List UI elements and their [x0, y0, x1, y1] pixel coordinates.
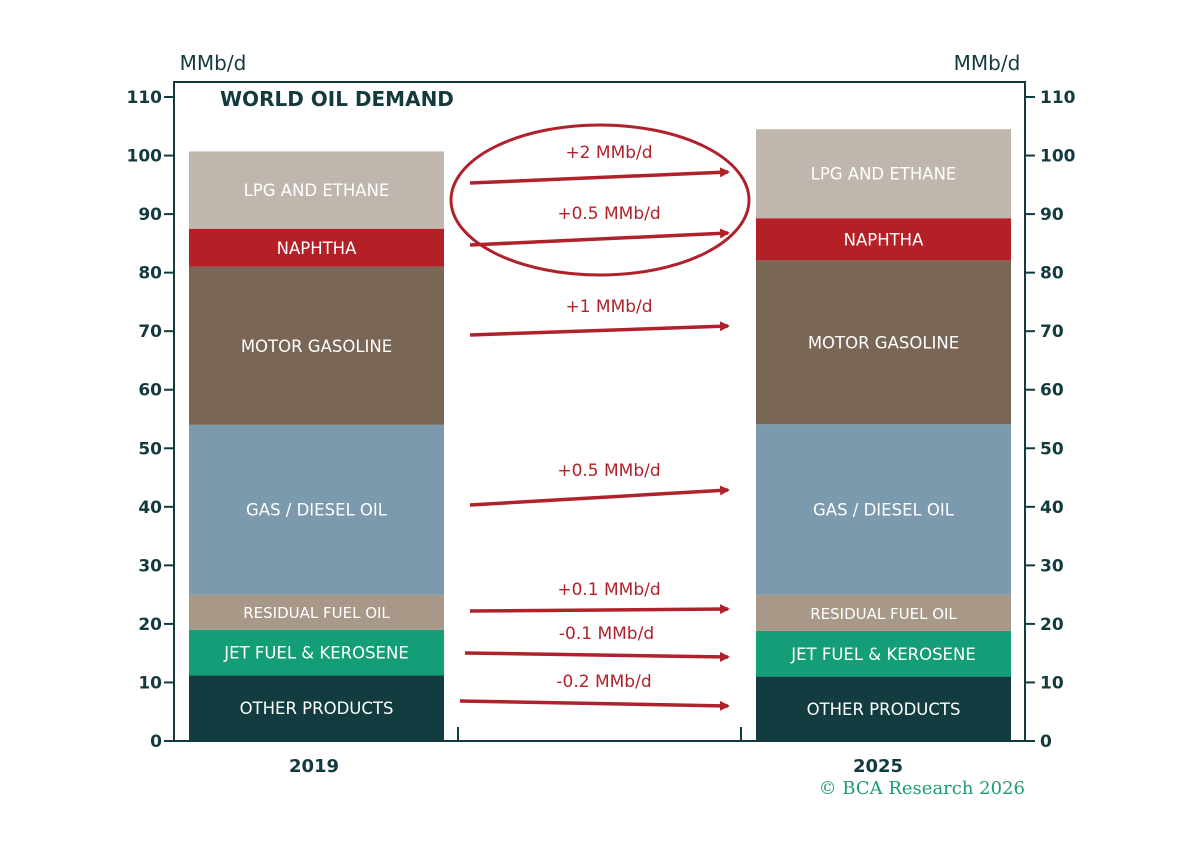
- y-tick-label-right: 10: [1040, 673, 1064, 693]
- y-tick-label-right: 40: [1040, 498, 1064, 518]
- change-label-other-products: -0.2 MMb/d: [556, 672, 651, 692]
- y-tick-label-right: 60: [1040, 381, 1064, 401]
- y-tick-label-right: 100: [1040, 147, 1076, 167]
- bar-segment-gas-diesel-oil-2019: [189, 424, 444, 595]
- bar-segment-jet-fuel-kerosene-2019: [189, 629, 444, 676]
- bar-segment-jet-fuel-kerosene-2025: [756, 630, 1011, 677]
- change-label-residual-fuel-oil: +0.1 MMb/d: [557, 580, 660, 600]
- y-tick-label-right: 80: [1040, 264, 1064, 284]
- bar-segment-naphtha-2019: [189, 228, 444, 267]
- segment-label-lpg-and-ethane-2025: LPG AND ETHANE: [811, 165, 957, 184]
- segment-label-jet-fuel-kerosene-2019: JET FUEL & KEROSENE: [223, 644, 409, 663]
- y-tick-label-right: 0: [1040, 732, 1052, 752]
- bar-segment-other-products-2025: [756, 676, 1011, 741]
- bar-segment-motor-gasoline-2025: [756, 260, 1011, 425]
- segment-label-motor-gasoline-2025: MOTOR GASOLINE: [808, 333, 959, 352]
- bar-segment-lpg-and-ethane-2025: [756, 129, 1011, 219]
- change-arrow-other-products: [459, 699, 730, 711]
- y-tick-label-right: 90: [1040, 205, 1064, 225]
- y-tick-label-right: 110: [1040, 88, 1076, 108]
- change-label-gas-diesel-oil: +0.5 MMb/d: [557, 461, 660, 481]
- segment-label-residual-fuel-oil-2025: RESIDUAL FUEL OIL: [810, 605, 957, 623]
- y-tick-label-right: 50: [1040, 439, 1064, 459]
- bar-segment-gas-diesel-oil-2025: [756, 424, 1011, 595]
- y-axis-right-unit: MMb/d: [954, 51, 1021, 75]
- segment-label-residual-fuel-oil-2019: RESIDUAL FUEL OIL: [243, 604, 390, 622]
- y-tick-label-left: 80: [138, 264, 162, 284]
- bar-segment-lpg-and-ethane-2019: [189, 151, 444, 229]
- change-arrow-jet-fuel-kerosene: [464, 651, 730, 662]
- y-tick-label-left: 0: [150, 732, 162, 752]
- y-tick-label-left: 100: [127, 147, 163, 167]
- segment-label-motor-gasoline-2019: MOTOR GASOLINE: [241, 337, 392, 356]
- plot-frame: [173, 81, 1026, 742]
- credit-text: © BCA Research 2026: [819, 778, 1025, 799]
- segment-label-lpg-and-ethane-2019: LPG AND ETHANE: [244, 181, 390, 200]
- change-arrow-lpg-and-ethane: [469, 167, 730, 185]
- y-tick-label-left: 110: [127, 88, 163, 108]
- y-tick-label-left: 50: [138, 439, 162, 459]
- segment-label-gas-diesel-oil-2019: GAS / DIESEL OIL: [246, 501, 388, 520]
- highlight-ellipse: [449, 123, 751, 277]
- y-tick-label-left: 90: [138, 205, 162, 225]
- change-arrow-residual-fuel-oil: [469, 604, 730, 615]
- chart-title: WORLD OIL DEMAND: [220, 87, 454, 111]
- bar-segment-motor-gasoline-2019: [189, 266, 444, 425]
- y-axis-left-unit: MMb/d: [180, 51, 247, 75]
- segment-label-naphtha-2025: NAPHTHA: [844, 230, 924, 249]
- change-arrow-motor-gasoline: [469, 321, 730, 337]
- category-label-2025: 2025: [853, 756, 903, 777]
- segment-label-jet-fuel-kerosene-2025: JET FUEL & KEROSENE: [790, 645, 976, 664]
- segment-label-gas-diesel-oil-2025: GAS / DIESEL OIL: [813, 500, 955, 519]
- change-label-jet-fuel-kerosene: -0.1 MMb/d: [559, 624, 654, 644]
- y-tick-label-left: 30: [138, 556, 162, 576]
- change-label-motor-gasoline: +1 MMb/d: [565, 297, 652, 317]
- change-arrow-gas-diesel-oil: [469, 485, 730, 507]
- change-arrow-naphtha: [469, 228, 730, 247]
- segment-label-naphtha-2019: NAPHTHA: [277, 239, 357, 258]
- bar-segment-residual-fuel-oil-2019: [189, 594, 444, 630]
- y-tick-label-left: 60: [138, 381, 162, 401]
- change-label-naphtha: +0.5 MMb/d: [557, 204, 660, 224]
- y-tick-label-right: 20: [1040, 615, 1064, 635]
- y-tick-label-right: 70: [1040, 322, 1064, 342]
- y-tick-label-left: 70: [138, 322, 162, 342]
- bar-segment-residual-fuel-oil-2025: [756, 594, 1011, 631]
- y-tick-label-left: 10: [138, 673, 162, 693]
- bar-segment-naphtha-2025: [756, 218, 1011, 261]
- category-label-2019: 2019: [289, 756, 339, 777]
- y-tick-label-right: 30: [1040, 556, 1064, 576]
- y-tick-label-left: 20: [138, 615, 162, 635]
- y-tick-label-left: 40: [138, 498, 162, 518]
- bar-segment-other-products-2019: [189, 675, 444, 741]
- segment-label-other-products-2025: OTHER PRODUCTS: [807, 700, 961, 719]
- segment-label-other-products-2019: OTHER PRODUCTS: [240, 699, 394, 718]
- change-label-lpg-and-ethane: +2 MMb/d: [565, 143, 652, 163]
